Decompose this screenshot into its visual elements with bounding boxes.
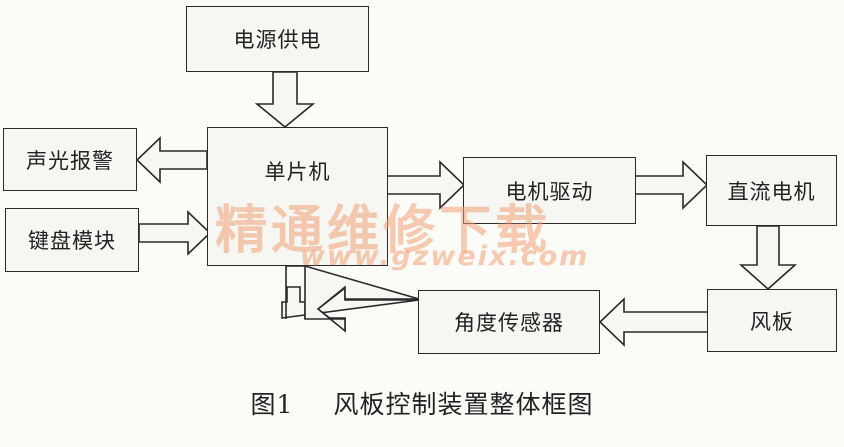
mcu-block: 单片机	[207, 127, 388, 266]
angle-sensor-block: 角度传感器	[418, 290, 600, 354]
power-label: 电源供电	[233, 28, 322, 52]
alarm-block: 声光报警	[3, 128, 137, 191]
arrow-mcu-to-alarm	[135, 136, 208, 184]
keypad-label: 键盘模块	[28, 229, 116, 253]
arrow-mcu-to-motor-driver	[385, 160, 466, 210]
angle-sensor-label: 角度传感器	[454, 311, 564, 335]
figure-number: 图1	[250, 390, 294, 419]
power-block: 电源供电	[186, 6, 369, 72]
arrow-dc-motor-to-wind-plate	[738, 225, 798, 291]
arrow-keypad-to-mcu	[138, 210, 212, 256]
mcu-label: 单片机	[264, 160, 331, 184]
keypad-block: 键盘模块	[5, 208, 139, 272]
arrow-power-to-mcu	[254, 71, 316, 129]
arrow-feedback-to-mcu	[285, 265, 420, 333]
alarm-label: 声光报警	[26, 148, 114, 173]
wind-plate-label: 风板	[750, 309, 794, 334]
figure-title: 风板控制装置整体框图	[333, 390, 594, 419]
motor-driver-block: 电机驱动	[463, 157, 636, 224]
dc-motor-label: 直流电机	[727, 179, 816, 204]
dc-motor-block: 直流电机	[706, 155, 837, 226]
motor-driver-label: 电机驱动	[505, 179, 594, 204]
wind-plate-block: 风板	[707, 289, 837, 352]
figure-caption: 图1 风板控制装置整体框图	[0, 385, 844, 421]
arrow-motor-driver-to-dc-motor	[633, 160, 709, 210]
arrow-wind-plate-to-angle-sensor	[598, 297, 709, 347]
